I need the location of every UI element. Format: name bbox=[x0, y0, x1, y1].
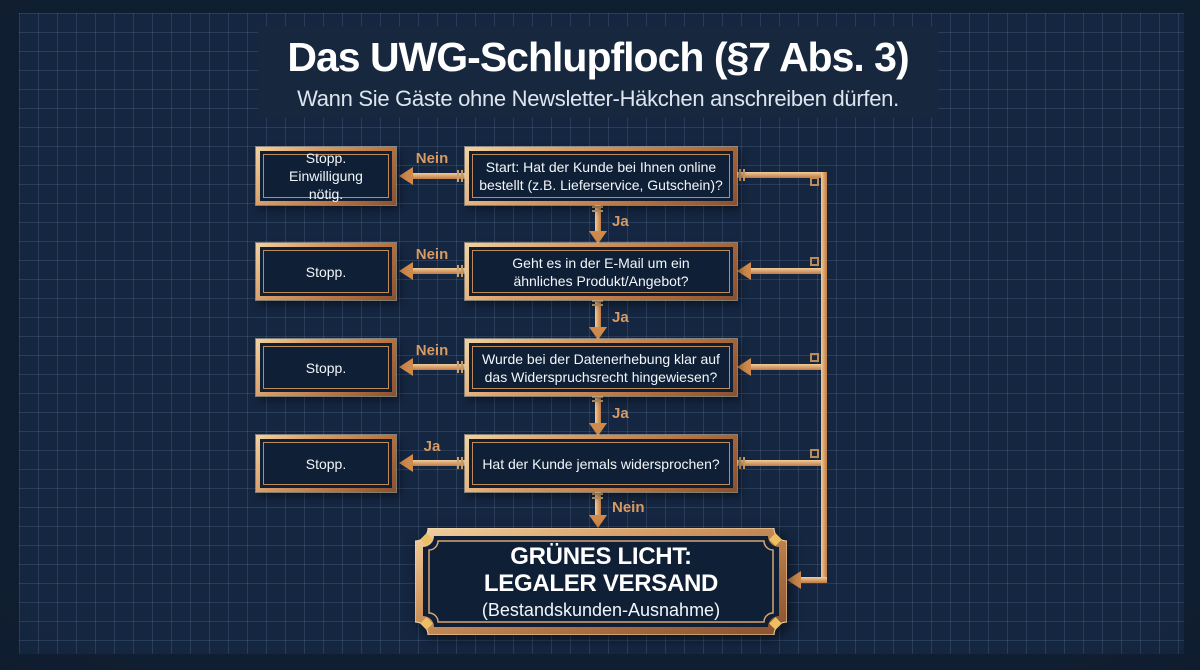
label-ja-4: Ja bbox=[423, 438, 441, 455]
question-box-2-label: Geht es in der E-Mail um ein ähnliches P… bbox=[512, 254, 690, 289]
question-box-1: Start: Hat der Kunde bei Ihnen online be… bbox=[465, 147, 737, 205]
connector-trunk-to-result bbox=[801, 577, 827, 583]
stop-box-4: Stopp. bbox=[256, 435, 396, 492]
question-box-1-label: Start: Hat der Kunde bei Ihnen online be… bbox=[479, 159, 723, 193]
result-line-1: GRÜNES LICHT: bbox=[510, 543, 692, 570]
arrow-nein-4 bbox=[595, 492, 601, 516]
label-nein-3: Nein bbox=[415, 342, 449, 359]
plaque-frame bbox=[414, 527, 788, 636]
arrow-hatch-nein-2 bbox=[457, 265, 464, 277]
connector-hatch-start bbox=[739, 169, 746, 181]
label-nein-1: Nein bbox=[415, 150, 449, 167]
arrow-hatch-ja-1 bbox=[592, 206, 603, 214]
arrowhead-nein-1 bbox=[399, 167, 413, 185]
arrowhead-ja-3 bbox=[589, 423, 607, 436]
stop-box-3-label: Stopp. bbox=[305, 359, 347, 376]
arrowhead-ja-1 bbox=[589, 231, 607, 244]
arrow-ja-2 bbox=[595, 299, 601, 328]
title-band: Das UWG-Schlupfloch (§7 Abs. 3) Wann Sie… bbox=[258, 26, 938, 118]
question-box-2: Geht es in der E-Mail um ein ähnliches P… bbox=[465, 243, 737, 300]
connector-hatch-q4 bbox=[739, 457, 746, 469]
junction-mark-1 bbox=[810, 177, 819, 186]
stop-box-1-label: Stopp. Einwilligung nötig. bbox=[289, 150, 363, 202]
stop-box-1: Stopp. Einwilligung nötig. bbox=[256, 147, 396, 205]
arrow-ja-4 bbox=[412, 460, 465, 466]
connector-trunk bbox=[821, 172, 827, 583]
arrow-hatch-nein-4 bbox=[592, 493, 603, 501]
connector-trunk-to-q2 bbox=[751, 268, 821, 274]
stop-box-3: Stopp. bbox=[256, 339, 396, 396]
question-box-4-label: Hat der Kunde jemals widersprochen? bbox=[482, 455, 720, 472]
arrowhead-nein-4 bbox=[589, 515, 607, 528]
question-box-3-label: Wurde bei der Datenerhebung klar auf das… bbox=[482, 350, 720, 385]
arrowhead-into-q3 bbox=[737, 358, 751, 376]
label-ja-2: Ja bbox=[612, 309, 629, 326]
arrow-nein-3 bbox=[412, 364, 465, 370]
question-box-4: Hat der Kunde jemals widersprochen? bbox=[465, 435, 737, 492]
stop-box-2-label: Stopp. bbox=[305, 263, 347, 280]
arrow-hatch-nein-1 bbox=[457, 170, 464, 182]
arrow-hatch-ja-4 bbox=[457, 457, 464, 469]
arrow-ja-1 bbox=[595, 205, 601, 232]
connector-q4-to-trunk bbox=[737, 460, 821, 466]
page-subtitle: Wann Sie Gäste ohne Newsletter-Häkchen a… bbox=[297, 86, 899, 111]
result-line-3: (Bestandskunden-Ausnahme) bbox=[481, 600, 721, 620]
label-nein-4: Nein bbox=[612, 499, 645, 516]
junction-mark-3 bbox=[810, 353, 819, 362]
question-box-3: Wurde bei der Datenerhebung klar auf das… bbox=[465, 339, 737, 396]
result-plaque: GRÜNES LICHT: LEGALER VERSAND (Bestandsk… bbox=[414, 527, 788, 636]
label-nein-2: Nein bbox=[415, 246, 449, 263]
arrowhead-into-result bbox=[787, 571, 801, 589]
connector-start-to-trunk bbox=[737, 172, 827, 178]
junction-mark-2 bbox=[810, 257, 819, 266]
arrow-nein-2 bbox=[412, 268, 465, 274]
arrowhead-ja-2 bbox=[589, 327, 607, 340]
connector-trunk-to-q3 bbox=[751, 364, 821, 370]
arrow-hatch-ja-3 bbox=[592, 396, 603, 404]
arrowhead-into-q2 bbox=[737, 262, 751, 280]
stop-box-2: Stopp. bbox=[256, 243, 396, 300]
arrow-hatch-nein-3 bbox=[457, 361, 464, 373]
arrow-ja-3 bbox=[595, 395, 601, 424]
junction-mark-4 bbox=[810, 449, 819, 458]
arrowhead-nein-2 bbox=[399, 262, 413, 280]
stop-box-4-label: Stopp. bbox=[305, 455, 347, 472]
arrowhead-ja-4 bbox=[399, 454, 413, 472]
arrowhead-nein-3 bbox=[399, 358, 413, 376]
result-line-2: LEGALER VERSAND bbox=[483, 570, 719, 597]
label-ja-1: Ja bbox=[612, 213, 629, 230]
result-text: GRÜNES LICHT: LEGALER VERSAND (Bestandsk… bbox=[415, 528, 787, 635]
label-ja-3: Ja bbox=[612, 405, 629, 422]
arrow-nein-1 bbox=[412, 173, 465, 179]
page-title: Das UWG-Schlupfloch (§7 Abs. 3) bbox=[287, 34, 909, 80]
arrow-hatch-ja-2 bbox=[592, 300, 603, 308]
